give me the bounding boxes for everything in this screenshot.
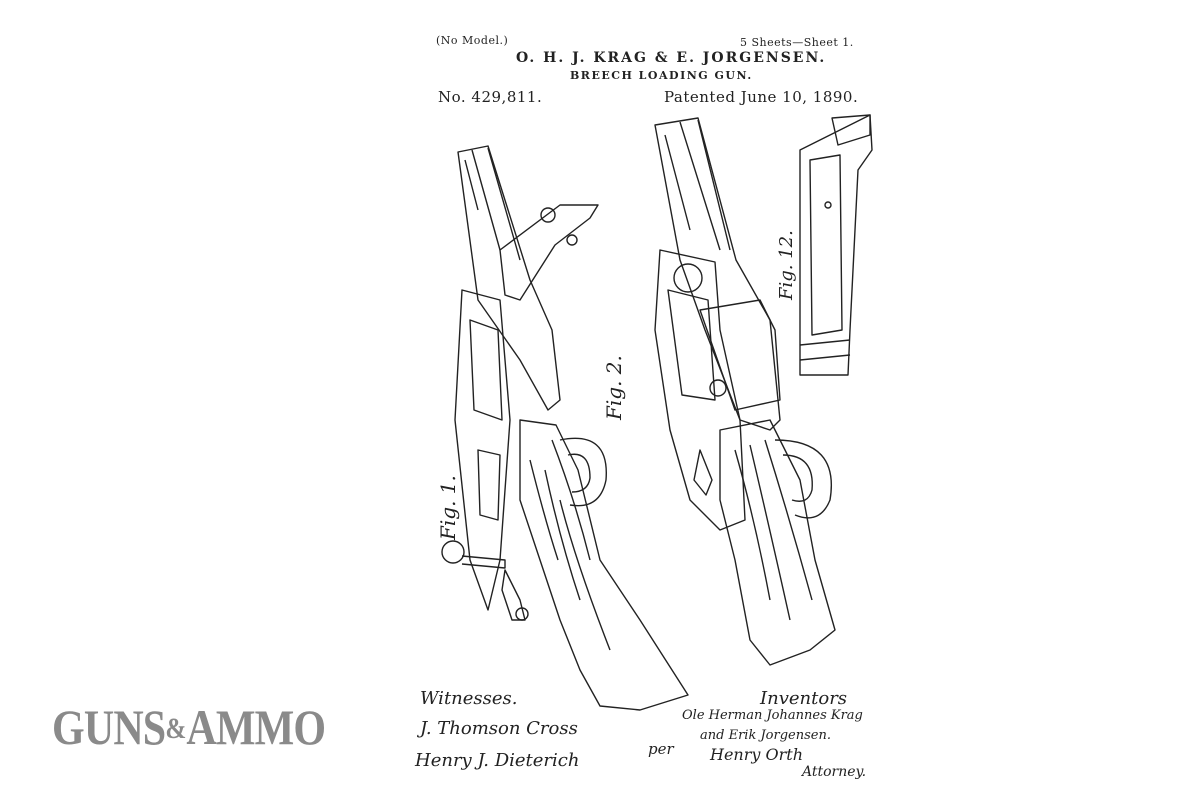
attorney-label: Attorney.	[802, 764, 867, 780]
patent-title: BREECH LOADING GUN.	[570, 69, 753, 82]
guns-ammo-logo: GUNS&AMMO	[52, 699, 326, 755]
fig12-label: Fig. 12.	[776, 230, 797, 300]
fig2-label: Fig. 2.	[602, 355, 626, 420]
fig12-detail-drawing	[799, 114, 873, 376]
fig1-rifle-drawing	[441, 145, 689, 711]
per-label: per	[648, 740, 674, 758]
witness-2-signature: Henry J. Dieterich	[415, 750, 580, 771]
patent-date: Patented June 10, 1890.	[664, 88, 859, 106]
inventor-names-heading: O. H. J. KRAG & E. JORGENSEN.	[516, 50, 827, 66]
inventor-2-signature: and Erik Jorgensen.	[700, 728, 831, 743]
attorney-signature: Henry Orth	[710, 745, 803, 764]
no-model-note: (No Model.)	[436, 34, 509, 47]
witnesses-label: Witnesses.	[420, 688, 518, 709]
fig2-rifle-drawing	[654, 117, 836, 666]
inventors-label: Inventors	[760, 688, 848, 709]
patent-number: No. 429,811.	[438, 88, 543, 106]
inventor-1-signature: Ole Herman Johannes Krag	[682, 708, 863, 723]
sheet-count: 5 Sheets—Sheet 1.	[740, 36, 854, 49]
witness-1-signature: J. Thomson Cross	[420, 718, 578, 739]
fig1-label: Fig. 1.	[436, 475, 460, 540]
